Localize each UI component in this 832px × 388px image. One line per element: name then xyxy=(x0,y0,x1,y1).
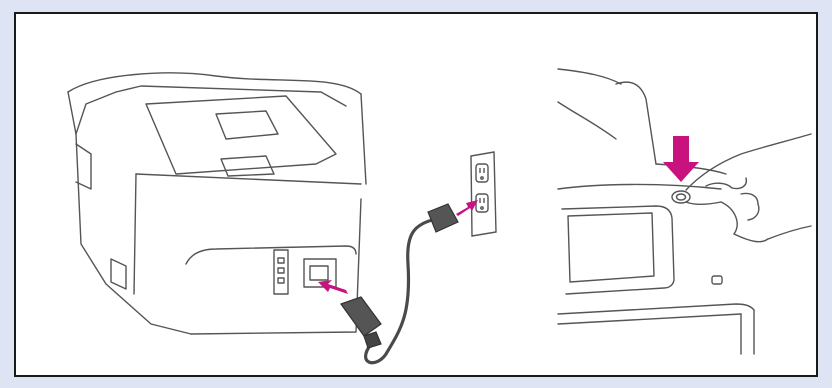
power-button-press-illustration xyxy=(536,14,816,375)
power-button-press-panel xyxy=(536,14,816,375)
press-down-arrow xyxy=(663,136,699,182)
printer-power-connection-illustration xyxy=(16,14,536,375)
illustration-frame xyxy=(14,12,818,377)
printer-power-connection-panel xyxy=(16,14,536,375)
